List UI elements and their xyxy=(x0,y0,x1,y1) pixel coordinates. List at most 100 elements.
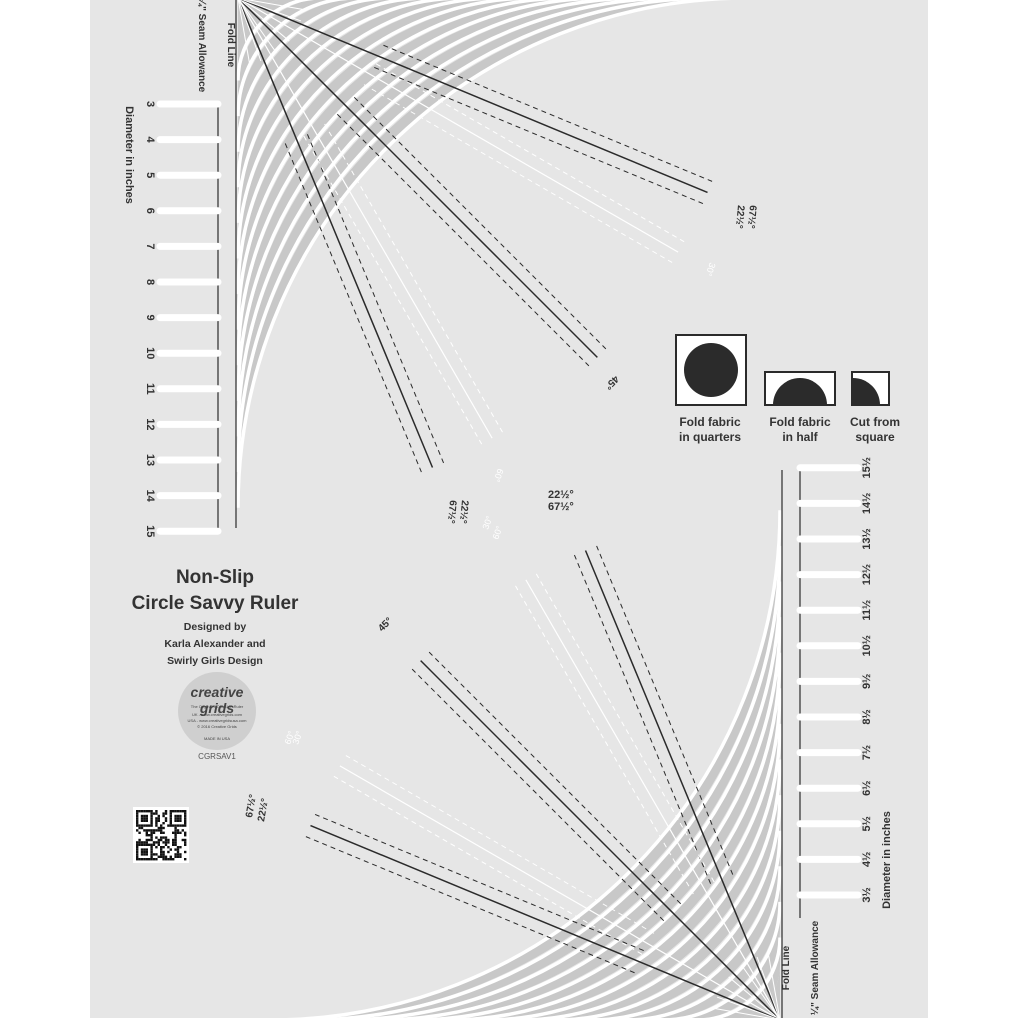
qr-module xyxy=(150,822,153,825)
qr-module xyxy=(164,855,168,858)
qr-module xyxy=(164,836,168,839)
qr-module xyxy=(152,841,156,844)
top-diameter-number: 7 xyxy=(144,243,156,249)
qr-module xyxy=(138,810,141,813)
qr-module xyxy=(169,812,172,815)
qr-module xyxy=(160,838,163,842)
qr-module xyxy=(157,838,160,842)
bottom-angle-60b-label: 60° xyxy=(282,729,296,746)
qr-module xyxy=(150,843,153,846)
qr-module xyxy=(184,819,187,822)
qr-module xyxy=(184,838,187,842)
qr-module xyxy=(155,822,158,825)
qr-module xyxy=(179,814,182,818)
qr-code-icon xyxy=(133,807,189,863)
qr-module xyxy=(162,858,165,861)
qr-module xyxy=(150,855,153,858)
qr-module xyxy=(143,814,146,818)
qr-module xyxy=(184,814,187,818)
qr-module xyxy=(136,855,139,858)
qr-module xyxy=(181,829,184,832)
qr-module xyxy=(174,819,177,822)
qr-module xyxy=(136,853,139,856)
top-fold-line-label: Fold Line xyxy=(225,23,236,68)
qr-module xyxy=(184,831,187,834)
top-quarter-circle-guide xyxy=(217,0,734,528)
qr-module xyxy=(174,834,177,837)
qr-module xyxy=(176,848,180,851)
bottom-diameter-number: 11½ xyxy=(861,600,873,621)
bottom-diameter-number: 9½ xyxy=(861,674,873,689)
qr-module xyxy=(181,810,184,813)
qr-module xyxy=(167,838,170,842)
qr-module xyxy=(164,838,168,842)
top-diameter-number: 9 xyxy=(144,315,156,321)
qr-module xyxy=(176,831,180,834)
qr-module xyxy=(155,812,158,815)
qr-module xyxy=(150,834,153,837)
qr-module xyxy=(155,829,158,832)
qr-module xyxy=(136,817,139,820)
qr-module xyxy=(176,810,180,813)
qr-module xyxy=(162,812,165,815)
qr-module xyxy=(140,843,144,846)
qr-module xyxy=(172,824,175,827)
top-angle-22-label: 22½° xyxy=(733,205,746,229)
bottom-diameter-label: Diameter in inches xyxy=(881,811,893,909)
qr-module xyxy=(157,819,160,822)
bottom-seam-allowance-label: ¼" Seam Allowance xyxy=(810,920,821,1015)
qr-module xyxy=(176,814,180,818)
bottom-diameter-number: 6½ xyxy=(861,781,873,796)
qr-module xyxy=(174,843,177,846)
cut-from-square-icon xyxy=(851,371,890,406)
qr-module xyxy=(148,858,151,861)
angle-ray xyxy=(525,579,780,1018)
bottom-angle-67-label: 67½° xyxy=(548,501,574,513)
top-diameter-number: 8 xyxy=(144,279,156,285)
top-angle-22b-label: 22½° xyxy=(457,500,470,524)
qr-module xyxy=(143,850,146,854)
qr-module xyxy=(150,824,153,827)
qr-module xyxy=(174,831,177,834)
top-angle-30-label: 30° xyxy=(703,261,717,278)
qr-module xyxy=(179,824,182,827)
qr-module xyxy=(157,826,160,830)
qr-module xyxy=(179,855,182,858)
qr-module xyxy=(164,812,168,815)
bottom-angle-22-label: 22½° xyxy=(548,489,574,501)
qr-module xyxy=(140,817,144,820)
qr-module xyxy=(150,850,153,854)
qr-module xyxy=(143,810,146,813)
qr-module xyxy=(184,810,187,813)
qr-module xyxy=(176,819,180,822)
qr-module xyxy=(140,814,144,818)
qr-module xyxy=(152,853,156,856)
qr-module xyxy=(164,819,168,822)
qr-module xyxy=(174,848,177,851)
qr-module xyxy=(155,836,158,839)
qr-module xyxy=(176,829,180,832)
qr-module xyxy=(174,855,177,858)
qr-module xyxy=(169,822,172,825)
qr-module xyxy=(138,858,141,861)
product-code: CGRSAV1 xyxy=(198,752,236,761)
qr-module xyxy=(148,843,151,846)
qr-module xyxy=(184,822,187,825)
qr-module xyxy=(174,826,177,830)
qr-module xyxy=(167,858,170,861)
qr-module xyxy=(145,841,148,844)
qr-module xyxy=(150,814,153,818)
logo-usa-url: USA - www.creativegridsusa.com xyxy=(187,718,247,723)
top-diameter-number: 10 xyxy=(144,347,156,359)
qr-module xyxy=(164,841,168,844)
qr-module xyxy=(157,817,160,820)
qr-module xyxy=(157,814,160,818)
qr-module xyxy=(143,843,146,846)
qr-module xyxy=(172,843,175,846)
qr-module xyxy=(174,824,177,827)
qr-module xyxy=(152,829,156,832)
bottom-angle-30b-label: 30° xyxy=(290,729,304,746)
designer-2: Swirly Girls Design xyxy=(167,655,263,667)
qr-module xyxy=(145,810,148,813)
